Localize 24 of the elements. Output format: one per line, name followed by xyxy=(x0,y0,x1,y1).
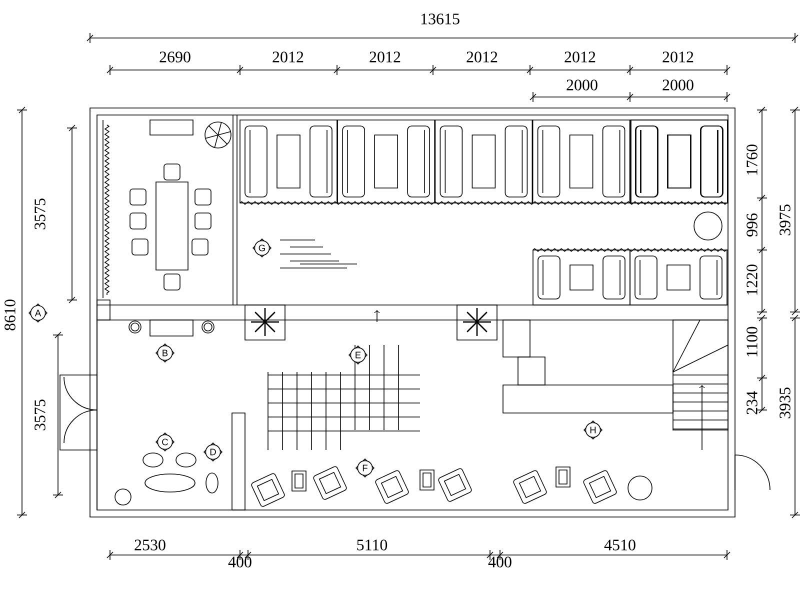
dimension-label: 996 xyxy=(746,213,758,236)
dimension-label: 13615 xyxy=(421,14,460,24)
dimension-label: 3975 xyxy=(780,204,790,236)
dimension-label: 5110 xyxy=(357,540,388,550)
dimension-label: 2000 xyxy=(566,80,598,90)
dimension-label: 2012 xyxy=(466,52,498,62)
dimension-label: 2012 xyxy=(370,52,400,62)
dimension-label: 400 xyxy=(228,556,252,568)
dimension-label: 3935 xyxy=(780,388,790,418)
dimension-label: 1220 xyxy=(746,264,758,295)
dimension-label: 2000 xyxy=(662,80,694,90)
dimension-label: 3575 xyxy=(34,400,46,430)
dimension-label: 2530 xyxy=(134,540,166,550)
dimension-label: 400 xyxy=(488,556,512,568)
dimension-label: 2012 xyxy=(564,52,596,62)
dimension-label: 234 xyxy=(746,391,758,414)
dimension-label: 4510 xyxy=(604,540,636,550)
dimension-label: 1100 xyxy=(746,326,758,356)
dimension-label: 2012 xyxy=(662,52,694,62)
dimension-label: 3575 xyxy=(34,198,46,230)
dimension-label: 1760 xyxy=(746,144,758,175)
dimension-label: 8610 xyxy=(4,300,16,330)
dimension-label: 2012 xyxy=(272,52,304,62)
dimension-label: 2690 xyxy=(160,52,190,62)
